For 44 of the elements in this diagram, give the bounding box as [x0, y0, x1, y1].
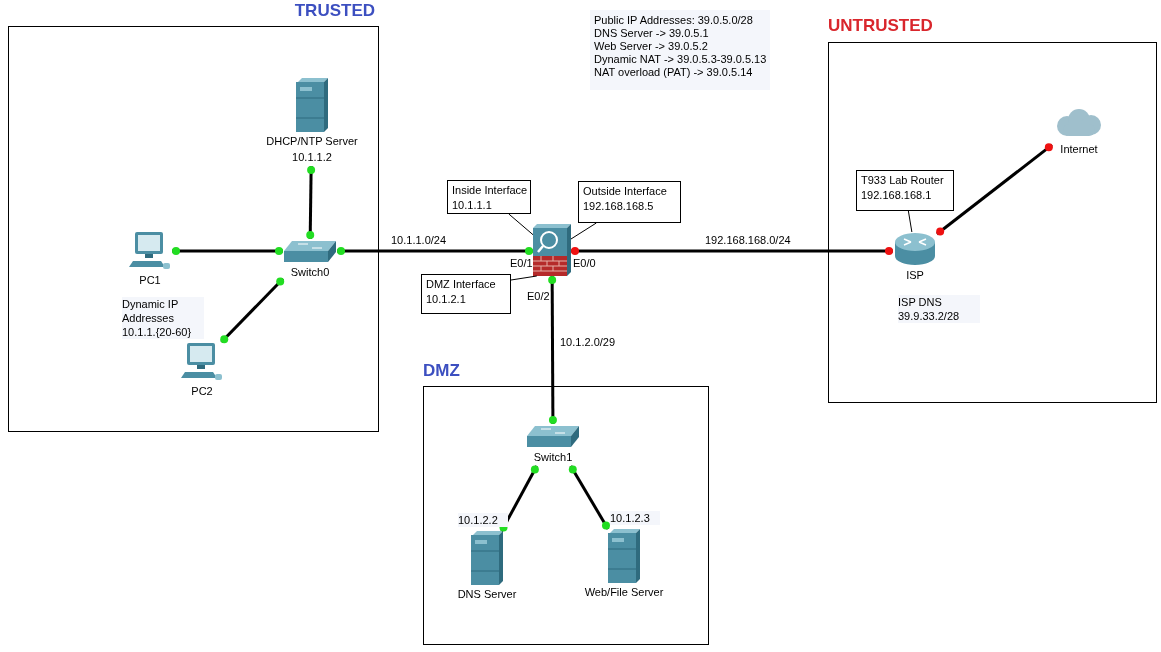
- edge-label: 10.1.2.0/29: [559, 335, 617, 349]
- port-label: E0/1: [510, 256, 533, 270]
- leader-line: [510, 275, 538, 281]
- leader-line: [508, 213, 534, 236]
- device-label: Web/File Server: [584, 585, 664, 599]
- callout-box: [447, 180, 531, 214]
- callout-text: 192.168.168.1: [861, 188, 933, 203]
- callout-box: [856, 170, 954, 211]
- leader-line: [907, 210, 913, 233]
- device-label: PC2: [191, 384, 213, 398]
- callout-text: DMZ Interface: [426, 277, 497, 292]
- callout-text: 10.1.2.1: [426, 292, 467, 307]
- callout-text: 10.1.1.1: [452, 198, 493, 213]
- address-label: 10.1.2.2: [458, 513, 508, 527]
- zone-heading: DMZ: [423, 360, 460, 382]
- device-label: PC1: [139, 273, 161, 287]
- note-text: Dynamic NAT -> 39.0.5.3-39.0.5.13: [594, 53, 766, 66]
- port-label: E0/2: [527, 289, 550, 303]
- device-label: Switch0: [290, 265, 330, 279]
- device-label: Internet: [1060, 142, 1098, 156]
- callout-box: [421, 274, 511, 314]
- device-label: DNS Server: [457, 587, 517, 601]
- callout-text: Inside Interface: [452, 183, 526, 198]
- edge-label: 10.1.1.0/24: [390, 233, 448, 247]
- device-label: 10.1.1.2: [292, 150, 332, 164]
- device-label: Switch1: [533, 450, 573, 464]
- leader-line: [570, 222, 597, 240]
- note-text: NAT overload (PAT) -> 39.0.5.14: [594, 66, 754, 79]
- address-label: ISP DNS 39.9.33.2/28: [898, 295, 980, 323]
- note-text: Web Server -> 39.0.5.2: [594, 40, 709, 53]
- port-label: E0/0: [573, 256, 596, 270]
- note-text: Public IP Addresses: 39.0.5.0/28: [594, 14, 754, 27]
- address-label: 10.1.2.3: [610, 511, 660, 525]
- address-note: Dynamic IP Addresses 10.1.1.{20-60}: [122, 297, 204, 339]
- device-label: ISP: [906, 268, 924, 282]
- callout-text: T933 Lab Router: [861, 173, 945, 188]
- zone-heading: TRUSTED: [294, 0, 375, 22]
- callout-text: 192.168.168.5: [583, 199, 655, 214]
- note-text: DNS Server -> 39.0.5.1: [594, 27, 710, 40]
- device-label: DHCP/NTP Server: [266, 134, 358, 148]
- zone-heading: UNTRUSTED: [828, 15, 933, 37]
- edge-label: 192.168.168.0/24: [704, 233, 792, 247]
- callout-box: [578, 181, 681, 223]
- callout-text: Outside Interface: [583, 184, 668, 199]
